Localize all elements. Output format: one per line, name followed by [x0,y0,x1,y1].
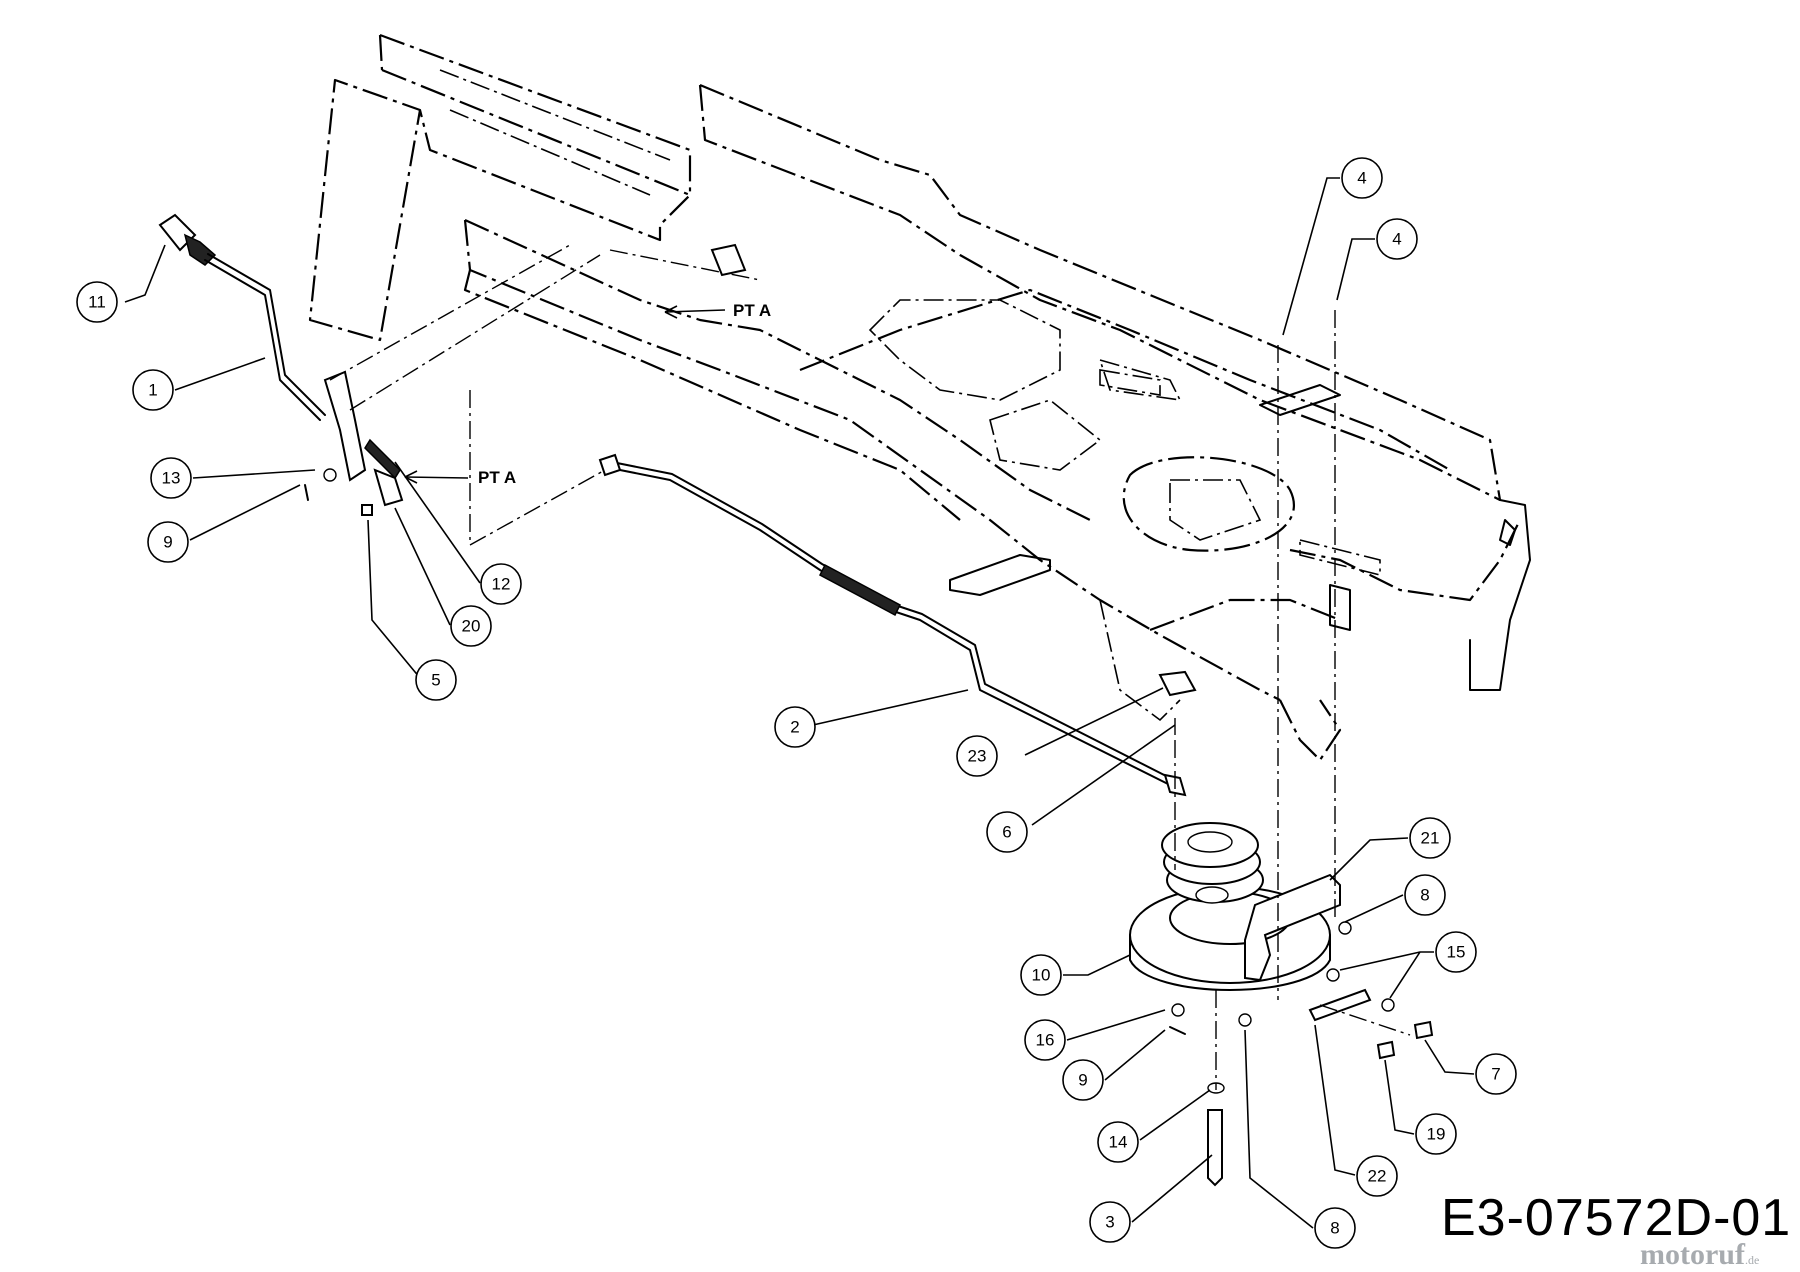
svg-text:2: 2 [790,718,799,737]
svg-text:12: 12 [492,575,511,594]
hex-nut-5 [361,504,373,516]
clutch-hub [1195,886,1229,904]
pt-a-labels: PT A PT A [404,301,771,487]
callout-9-upper: 9 [147,521,189,563]
clutch-rod-line [609,467,1171,786]
callout-13: 13 [150,457,192,499]
callout-10: 10 [1020,954,1062,996]
callout-leaders [124,177,1475,1229]
svg-text:4: 4 [1392,230,1401,249]
svg-text:11: 11 [88,293,106,312]
centerlines [329,244,1411,1090]
callout-5: 5 [415,659,457,701]
svg-text:8: 8 [1420,886,1429,905]
svg-text:13: 13 [162,469,181,488]
cotter-pin-9 [304,484,309,501]
callout-4-lower: 4 [1376,218,1418,260]
bolt-7 [1413,1020,1434,1040]
clutch-rod-edge [611,461,1173,780]
callout-8-lower: 8 [1314,1207,1356,1249]
svg-text:15: 15 [1447,943,1466,962]
svg-text:10: 10 [1032,966,1051,985]
callout-12: 12 [480,563,522,605]
callout-7: 7 [1475,1053,1517,1095]
svg-text:3: 3 [1105,1213,1114,1232]
callouts: 11 1 13 9 5 20 12 2 [76,157,1517,1249]
callout-16: 16 [1024,1019,1066,1061]
svg-text:21: 21 [1421,829,1440,848]
svg-text:9: 9 [1078,1071,1087,1090]
callout-11: 11 [76,281,118,323]
chassis-frame [308,33,1531,762]
pt-a-label-upper: PT A [733,301,771,320]
callout-9-lower: 9 [1062,1059,1104,1101]
callout-22: 22 [1356,1155,1398,1197]
watermark-text: motoruf [1640,1238,1745,1271]
callout-23: 23 [956,735,998,777]
callout-8-upper: 8 [1404,874,1446,916]
nut-8-upper [1338,921,1352,935]
knob-grip [183,233,217,266]
svg-text:8: 8 [1330,1219,1339,1238]
callout-15: 15 [1435,931,1477,973]
washer-15-right [1381,998,1395,1012]
center-bolt [1207,1082,1225,1187]
nut-8-lower [1238,1013,1252,1027]
drawing-code: E3-07572D-01 [1441,1189,1792,1247]
pin-9-lower [1169,1026,1186,1035]
callout-1: 1 [132,369,174,411]
pulley-bore [1187,831,1233,853]
watermark-logo: motoruf.de [1640,1240,1759,1270]
svg-text:16: 16 [1036,1031,1055,1050]
clutch-rod [598,453,1187,797]
rod-end-front [598,453,622,477]
callout-4-upper: 4 [1341,157,1383,199]
callout-19: 19 [1415,1113,1457,1155]
washer-16 [1171,1003,1185,1017]
clutch-bracket [1169,873,1434,1060]
svg-text:14: 14 [1109,1133,1128,1152]
svg-text:5: 5 [431,671,440,690]
washer-13 [323,468,337,482]
svg-text:6: 6 [1002,823,1011,842]
callout-20: 20 [450,605,492,647]
lever-rod-edge [207,253,326,416]
plate-22 [1308,988,1372,1022]
washer-15-left [1326,968,1340,982]
svg-text:9: 9 [163,533,172,552]
svg-text:7: 7 [1491,1065,1500,1084]
pin-connector [710,243,747,277]
lever-bracket [323,370,367,482]
svg-text:4: 4 [1357,169,1366,188]
pt-a-label-lower: PT A [478,468,516,487]
svg-text:1: 1 [148,381,157,400]
watermark-suffix: .de [1744,1253,1760,1267]
lever-rod [204,259,321,421]
clutch-body-side [1129,934,1331,991]
svg-text:23: 23 [968,747,987,766]
callout-2: 2 [774,706,816,748]
bolt-3 [1207,1109,1223,1187]
small-bracket [373,468,404,507]
rod-spring [819,563,901,617]
callout-21: 21 [1409,817,1451,859]
callout-14: 14 [1097,1121,1139,1163]
bracket-23 [1158,670,1197,697]
callout-6: 6 [986,811,1028,853]
bracket-23-group [1158,670,1197,735]
lever-assembly [158,213,404,516]
bolt-19 [1376,1040,1396,1060]
svg-text:22: 22 [1368,1167,1387,1186]
callout-3: 3 [1089,1201,1131,1243]
svg-text:20: 20 [462,617,481,636]
svg-text:19: 19 [1427,1125,1446,1144]
